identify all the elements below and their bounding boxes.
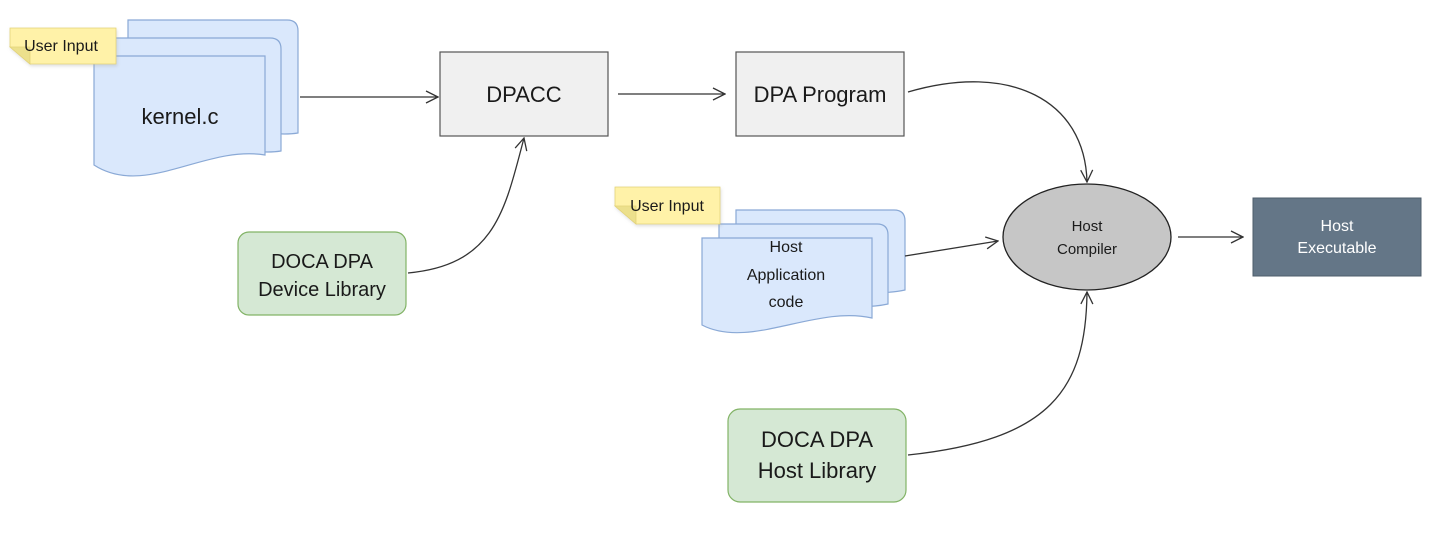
host-compiler-line2: Compiler [1057, 241, 1117, 258]
host-executable-line1: Host [1321, 218, 1354, 235]
host-library-line1: DOCA DPA [761, 427, 873, 452]
dpa-program-label: DPA Program [754, 82, 887, 107]
kernel-source-document[interactable]: kernel.c [93, 19, 299, 177]
host-compiler-line1: Host [1072, 218, 1104, 235]
host-app-line3: code [769, 294, 804, 311]
host-compiler-node[interactable]: Host Compiler [1002, 183, 1172, 291]
edge-device-library-to-dpacc [407, 138, 524, 274]
host-executable-line2: Executable [1297, 240, 1376, 257]
host-library-box[interactable]: DOCA DPA Host Library [727, 408, 907, 503]
user-input-label-1: User Input [24, 38, 98, 55]
kernel-label: kernel.c [141, 104, 218, 129]
dpa-program-box[interactable]: DPA Program [735, 51, 905, 137]
device-library-line1: DOCA DPA [271, 251, 374, 273]
host-app-document[interactable]: Host Application code [701, 209, 906, 334]
edge-host-library-to-compiler [907, 292, 1087, 456]
host-app-line1: Host [770, 239, 803, 256]
host-app-line2: Application [747, 267, 825, 284]
device-library-line2: Device Library [258, 279, 386, 301]
edge-dpa-program-to-compiler [907, 81, 1087, 182]
dpacc-process[interactable]: DPACC [439, 51, 609, 137]
edge-host-app-to-compiler [904, 241, 998, 257]
device-library-box[interactable]: DOCA DPA Device Library [237, 231, 407, 316]
host-library-line2: Host Library [758, 458, 877, 483]
user-input-label-2: User Input [630, 198, 704, 215]
user-input-note-1: User Input [8, 27, 117, 65]
host-executable-box[interactable]: Host Executable [1252, 197, 1422, 277]
user-input-note-2: User Input [613, 186, 721, 225]
dpacc-label: DPACC [486, 82, 561, 107]
